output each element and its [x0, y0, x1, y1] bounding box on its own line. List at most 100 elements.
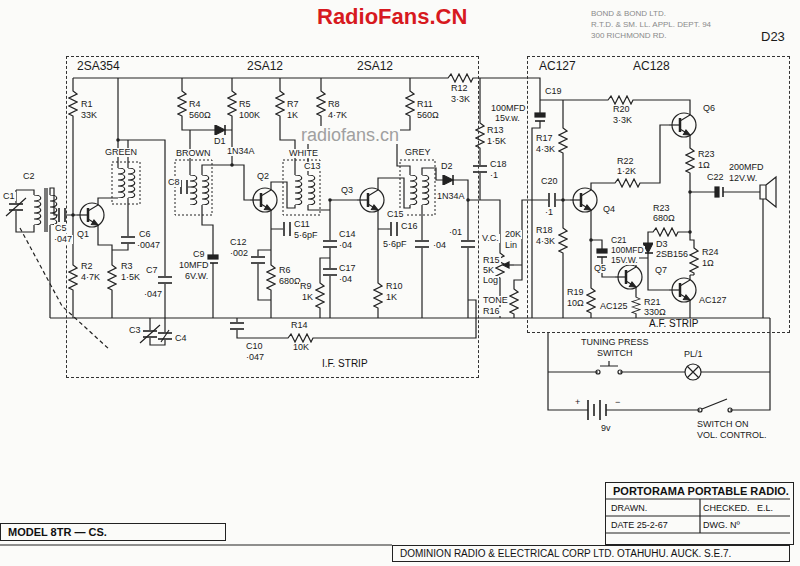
- coil-symbol: [410, 175, 417, 205]
- coil-can: [400, 160, 435, 215]
- component-label: R15: [482, 256, 501, 265]
- capacitor-symbol: [9, 204, 23, 210]
- component-label: 20K: [504, 230, 522, 239]
- component-label: 1K: [385, 293, 398, 302]
- resistor-symbol: [276, 88, 284, 118]
- capacitor-symbol: [230, 323, 244, 329]
- capacitor-symbol: [549, 193, 555, 207]
- resistor-symbol: [406, 88, 414, 118]
- component-label: R12: [450, 84, 469, 93]
- transistor-symbol: [250, 185, 277, 215]
- battery-symbol: [588, 400, 606, 420]
- region-label: A.F. STRIP: [648, 319, 699, 329]
- resistor-symbol: [317, 88, 325, 118]
- switch-contact: [596, 370, 600, 374]
- title-block-text: DATE 25-2-67: [610, 521, 669, 530]
- resistor-symbol: [69, 88, 77, 118]
- component-label: 560Ω: [416, 111, 440, 120]
- component-label: C5: [54, 224, 68, 233]
- component-label: R17: [535, 134, 554, 143]
- capacitor-symbol: [121, 237, 135, 243]
- component-label: R10: [385, 282, 404, 291]
- coil-symbol: [422, 175, 429, 205]
- electrolytic-symbol: [712, 187, 728, 197]
- component-label: R20: [612, 105, 631, 114]
- component-label: Log: [482, 276, 499, 285]
- component-label: R14: [290, 321, 309, 330]
- capacitor-symbol: [284, 222, 290, 236]
- component-label: C8: [167, 178, 181, 187]
- component-label: C20: [540, 177, 559, 186]
- coil-symbol: [308, 175, 315, 205]
- capacitor-symbol: [473, 166, 487, 172]
- component-label: 5·6pF: [293, 231, 319, 240]
- component-label: R1: [80, 100, 94, 109]
- component-label: ·04: [338, 275, 353, 284]
- maker-box: DOMINION RADIO & ELECTRICAL CORP LTD. OT…: [392, 545, 790, 562]
- diodes: [212, 125, 653, 256]
- coil-symbol: [50, 195, 57, 225]
- component-label: R7: [286, 100, 300, 109]
- component-label: ·002: [229, 249, 249, 258]
- resistor-symbol: [445, 74, 475, 82]
- component-label: 100MFD: [490, 104, 527, 113]
- component-label: GREEN: [104, 148, 138, 157]
- component-label: 5K: [482, 266, 495, 275]
- transistors: [77, 110, 696, 305]
- part-type: AC127: [538, 60, 577, 72]
- title-block: PORTORAMA PORTABLE RADIO.DRAWN.CHECKED.E…: [605, 482, 794, 545]
- watermark: RadioFans.CN: [316, 6, 468, 28]
- resistor-symbol: [285, 334, 315, 342]
- resistor-symbol: [690, 245, 698, 275]
- stamp-text: BOND & BOND LTD.: [590, 10, 667, 18]
- component-label: ·1: [489, 171, 499, 180]
- potentiometer-symbol: [510, 286, 518, 316]
- switch-contact: [698, 408, 702, 412]
- component-label: Q3: [340, 186, 354, 195]
- component-label: 15V.W.: [610, 256, 639, 265]
- resistor-symbol: [316, 280, 324, 310]
- component-label: R24: [701, 248, 720, 257]
- wiring: [16, 78, 770, 410]
- component-label: PL/1: [683, 350, 704, 359]
- transistor-symbol: [77, 200, 104, 230]
- resistor-symbol: [228, 88, 236, 118]
- component-label: 5·6pF: [382, 240, 408, 249]
- region-label: I.F. STRIP: [321, 359, 369, 369]
- component-label: 3·3K: [450, 95, 471, 104]
- component-label: R16: [482, 307, 501, 316]
- component-label: Q1: [76, 230, 90, 239]
- stamp-text: R.T.D. & SM. LL. APPL. DEPT. 94: [590, 21, 712, 29]
- component-label: 3·3K: [612, 116, 633, 125]
- part-type: AC128: [632, 60, 671, 72]
- resistor-symbol: [69, 262, 77, 292]
- component-label: C2: [22, 172, 36, 181]
- resistor-symbol: [605, 96, 635, 104]
- press-button: [600, 361, 618, 366]
- component-label: C9: [192, 250, 206, 259]
- component-label: R21: [643, 298, 662, 307]
- coil-symbol: [128, 168, 135, 198]
- component-label: C19: [544, 87, 563, 96]
- transistor-symbol: [669, 275, 696, 305]
- component-label: 4·7K: [80, 273, 101, 282]
- capacitor-symbol: [143, 331, 157, 337]
- component-label: R18: [535, 226, 554, 235]
- component-label: C7: [145, 266, 159, 275]
- component-label: C17: [338, 264, 357, 273]
- diode-symbol: [440, 175, 456, 185]
- component-label: AC127: [698, 296, 728, 305]
- title-block-text: DWG. Nº: [702, 521, 741, 530]
- component-label: 1N34A: [226, 147, 256, 156]
- component-label: 1N34A: [436, 192, 466, 201]
- maker-name: DOMINION RADIO & ELECTRICAL CORP LTD. OT…: [399, 549, 732, 559]
- component-label: R23: [652, 204, 671, 213]
- capacitor-symbol: [461, 241, 475, 247]
- component-label: TONE: [482, 296, 509, 305]
- component-label: C21: [610, 236, 628, 245]
- component-label: R8: [327, 100, 341, 109]
- component-label: R22: [616, 157, 635, 166]
- component-label: TUNING PRESS: [580, 338, 650, 347]
- component-label: AC125: [599, 302, 629, 311]
- component-label: 2SB156: [655, 250, 689, 259]
